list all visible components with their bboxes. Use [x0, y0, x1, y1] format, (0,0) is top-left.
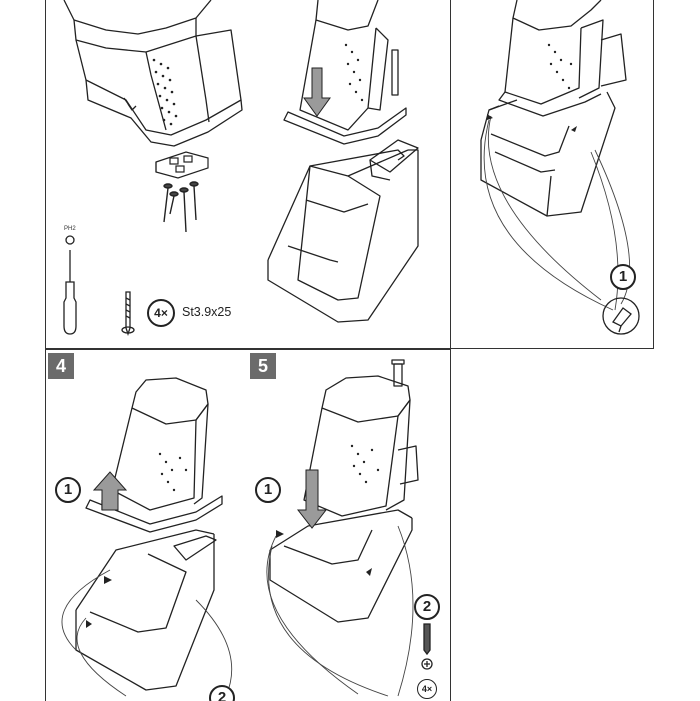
- armrest-final-illustration: [266, 359, 433, 697]
- step-number-badge: 4: [48, 353, 74, 379]
- down-arrow-icon: [303, 67, 331, 117]
- panel-step3: 1: [451, 0, 654, 349]
- screw-icon: [421, 623, 433, 670]
- screw-icon: [121, 291, 135, 337]
- mounting-bracket: [155, 151, 209, 179]
- armrest-lifting-illustration: [61, 377, 233, 697]
- screw-spec-label: St3.9x25: [182, 305, 232, 319]
- screws: [163, 181, 199, 233]
- panel-step4: 4: [45, 349, 249, 701]
- callout-1: 1: [610, 264, 636, 290]
- quantity-badge: 4×: [147, 299, 175, 327]
- panel-step2: [248, 0, 451, 349]
- armrest-bracket-illustration: [63, 0, 243, 337]
- callout-1: 1: [255, 477, 281, 503]
- panel-step5: 5: [248, 349, 451, 701]
- armrest-lowering-illustration: [267, 0, 419, 323]
- panel-step1: PH2 4× St3.9x25: [45, 0, 249, 349]
- clip-icon: [602, 297, 640, 335]
- callout-2: 2: [414, 594, 440, 620]
- screwdriver-icon: [63, 235, 77, 335]
- quantity-badge: 4×: [417, 679, 437, 699]
- armrest-installed-illustration: [480, 0, 640, 335]
- callout-2: 2: [209, 685, 235, 701]
- removal-path-lines: [483, 115, 631, 311]
- down-arrow-icon: [296, 469, 328, 529]
- screwdriver-type-label: PH2: [64, 226, 76, 232]
- callout-1: 1: [55, 477, 81, 503]
- perforation-pattern: [152, 58, 178, 126]
- step-number-badge: 5: [250, 353, 276, 379]
- up-arrow-icon: [92, 471, 128, 511]
